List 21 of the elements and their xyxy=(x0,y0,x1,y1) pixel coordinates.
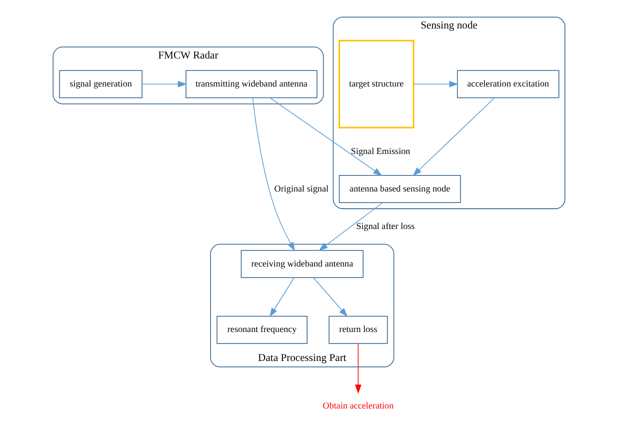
arrow xyxy=(141,80,186,88)
node-text: Obtain acceleration xyxy=(322,400,394,411)
arrow xyxy=(312,277,348,317)
edge-label: Signal Emission xyxy=(350,146,410,156)
edge-label: Signal after loss xyxy=(356,220,414,231)
arrow xyxy=(269,277,294,318)
node-box: acceleration excitation xyxy=(456,70,559,98)
node-box: return loss xyxy=(328,316,388,344)
arrow xyxy=(318,202,382,251)
node-box: antenna based sensing node xyxy=(338,175,460,203)
node-box: transmitting wideband antenna xyxy=(185,70,317,98)
edge-label: Original signal xyxy=(274,183,328,194)
arrow xyxy=(412,80,458,88)
node-box: resonant frequency xyxy=(216,316,307,344)
arrow xyxy=(269,97,382,176)
node-box: signal generation xyxy=(58,70,142,98)
arrow xyxy=(412,97,495,176)
arrow xyxy=(252,97,294,252)
node-box: receiving wideband antenna xyxy=(240,250,364,278)
node-box: target structure xyxy=(338,40,414,128)
arrow xyxy=(354,343,361,394)
